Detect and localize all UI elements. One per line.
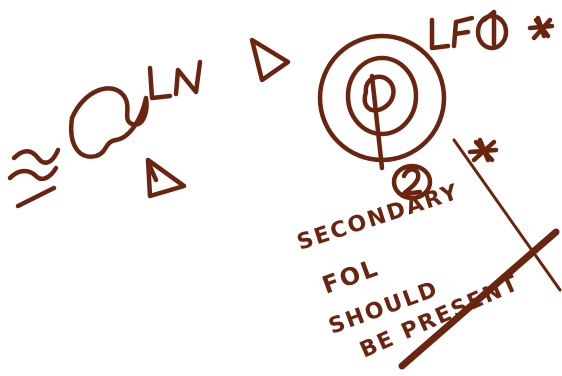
ln-strokes [150,62,200,98]
double-circle [320,36,444,160]
star-symbol [530,18,552,38]
approx-sign [10,150,58,206]
diagonal-line [454,140,560,290]
phi-symbol [365,76,394,168]
star-symbol [470,140,496,160]
triangle-symbol [148,160,184,196]
note-line-fol: FOL [318,253,382,299]
kidney-shape [71,88,146,156]
note-line-secondary: SECONDARY [294,180,463,256]
lf-strokes [432,18,472,48]
circle-1-badge [478,12,506,48]
triangle-symbol [252,40,288,80]
